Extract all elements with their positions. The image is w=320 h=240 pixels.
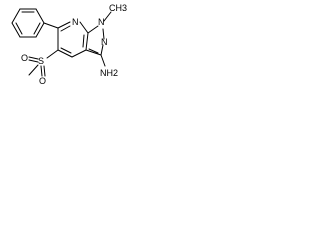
- sulfur-label: S: [38, 56, 44, 66]
- amine-label: NH2: [100, 68, 118, 78]
- methyl-sulfonyl-bond: [28, 64, 39, 76]
- bond: [85, 32, 89, 51]
- so-double-bond-left: [28, 59, 39, 63]
- sulfonyl-bond: [46, 49, 59, 59]
- methyl-bond: [103, 11, 112, 22]
- double-bond-inner: [88, 48, 99, 54]
- bond: [57, 21, 71, 29]
- double-bond-inner: [82, 34, 85, 48]
- oxygen-left-label: O: [21, 53, 28, 63]
- double-bond-inner: [60, 25, 71, 32]
- double-bond-inner: [33, 22, 41, 35]
- pyrazole-ring: [85, 25, 105, 56]
- pyrazole-nitrogen-2-label: N: [101, 37, 108, 47]
- bond: [11, 8, 21, 24]
- double-bond-inner: [15, 22, 23, 35]
- bond: [102, 28, 105, 40]
- pyridine-ring: [57, 21, 89, 58]
- chemical-structure-diagram: N N N S O O NH2 CH3: [11, 3, 127, 86]
- phenyl-connector-bond: [43, 22, 59, 29]
- bond: [100, 44, 104, 56]
- methyl-label: CH3: [109, 3, 127, 13]
- bond: [35, 8, 45, 24]
- double-bond-inner: [60, 47, 72, 54]
- bond: [11, 22, 21, 38]
- phenyl-ring: [11, 8, 45, 38]
- bond: [87, 25, 99, 34]
- so-double-bond-left: [28, 56, 39, 60]
- bond: [35, 22, 45, 38]
- so-double-bond-bottom: [43, 65, 46, 77]
- bond: [85, 49, 102, 56]
- bond: [79, 21, 89, 34]
- pyrazole-nitrogen-1-label: N: [98, 17, 105, 27]
- oxygen-bottom-label: O: [39, 76, 46, 86]
- bond: [71, 49, 87, 58]
- bond: [57, 49, 73, 58]
- pyridine-nitrogen-label: N: [72, 17, 79, 27]
- so-double-bond-bottom: [40, 65, 43, 77]
- amine-bond: [100, 54, 106, 67]
